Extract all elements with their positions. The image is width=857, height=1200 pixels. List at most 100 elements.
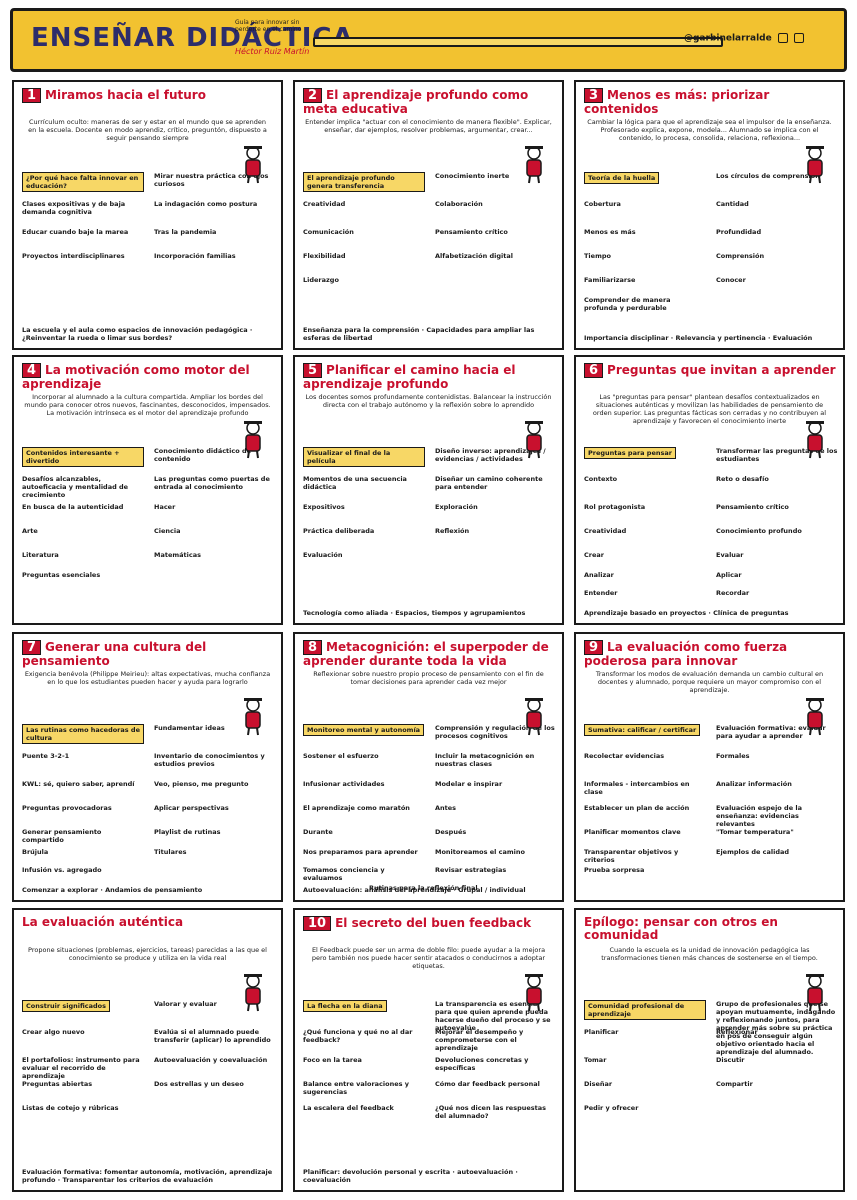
panel-label: Reto o desafío xyxy=(716,475,769,483)
panel-label: Brújula xyxy=(22,848,49,856)
panel-intro: Transformar los modos de evaluación dema… xyxy=(595,670,824,694)
panel-label: Las preguntas como puertas de entrada al… xyxy=(154,475,270,491)
panel-label: Cómo dar feedback personal xyxy=(435,1080,540,1088)
student-figure-icon xyxy=(806,146,824,184)
panel-label: Transparentar objetivos y criterios xyxy=(584,848,679,864)
panel-number: 3 xyxy=(584,88,604,103)
panel-label: Hacer xyxy=(154,503,176,511)
panel-label: Dos estrellas y un deseo xyxy=(154,1080,244,1088)
panel-label: "Tomar temperatura" xyxy=(716,828,794,836)
panel-label: Tras la pandemia xyxy=(154,228,217,236)
panel-label: Revisar estrategias xyxy=(435,866,507,874)
panel-label: Inventario de conocimientos y estudios p… xyxy=(154,752,265,768)
panel-number: 5 xyxy=(303,363,323,378)
panel-label: La transparencia es esencial para que qu… xyxy=(435,1000,551,1032)
panel-label: Ejemplos de calidad xyxy=(716,848,790,856)
social-handle[interactable]: @garbinelarralde xyxy=(684,33,804,44)
panel-label: Evalúa si el alumnado puede transferir (… xyxy=(154,1028,271,1044)
panel-label: Discutir xyxy=(716,1056,745,1064)
panel-label: Pensamiento crítico xyxy=(435,228,508,236)
page-header: ENSEÑAR DIDÁCTICA Guía para innovar sin … xyxy=(10,8,847,72)
panel-label: Reflexión xyxy=(435,527,470,535)
panel-label: Clases expositivas y de baja demanda cog… xyxy=(22,200,126,216)
pencil-graphic xyxy=(313,37,723,47)
student-figure-icon xyxy=(806,698,824,736)
panel-label: Construir significados xyxy=(22,1000,111,1012)
panel-intro: Entender implica "actuar con el conocimi… xyxy=(305,118,552,134)
panel-label: Grupo de profesionales que se apoyan mut… xyxy=(716,1000,836,1056)
header-brand: Héctor Ruiz Martín xyxy=(235,47,310,56)
panel-label: Foco en la tarea xyxy=(303,1056,362,1064)
panel-label: Preguntas provocadoras xyxy=(22,804,112,812)
student-figure-icon xyxy=(244,698,262,736)
panel-intro: Currículum oculto: maneras de ser y esta… xyxy=(28,118,267,142)
panel-label: Modelar e inspirar xyxy=(435,780,503,788)
panel-label: Formales xyxy=(716,752,750,760)
panel-label: Creatividad xyxy=(584,527,627,535)
panel-label: Evaluar xyxy=(716,551,744,559)
panel-label: Liderazgo xyxy=(303,276,339,284)
panel-label: Monitoreamos el camino xyxy=(435,848,525,856)
panel-label: Autoevaluación y coevaluación xyxy=(154,1056,268,1064)
panel-label: El portafolios: instrumento para evaluar… xyxy=(22,1056,140,1080)
student-figure-icon xyxy=(525,421,543,459)
twitter-icon[interactable] xyxy=(777,33,788,43)
panel-footer: Tecnología como aliada · Espacios, tiemp… xyxy=(303,609,526,617)
header-logo: ENSEÑAR DIDÁCTICA xyxy=(31,23,354,53)
panel-label: Infusión vs. agregado xyxy=(22,866,102,874)
panel-number: 7 xyxy=(22,640,42,655)
panel-title-text: Epílogo: pensar con otros en comunidad xyxy=(584,915,778,942)
panel-title: La evaluación auténtica xyxy=(22,916,275,929)
panel-label: Recolectar evidencias xyxy=(584,752,665,760)
header-tagline: Guía para innovar sin perderte en el cam… xyxy=(235,19,302,33)
panel-label: Conocer xyxy=(716,276,746,284)
panel-label: Analizar información xyxy=(716,780,792,788)
panel-label: Establecer un plan de acción xyxy=(584,804,690,812)
student-figure-icon xyxy=(525,146,543,184)
panel-label: El aprendizaje profundo genera transfere… xyxy=(303,172,425,192)
panel-label: Transformar las preguntas de los estudia… xyxy=(716,447,838,463)
student-figure-icon xyxy=(525,698,543,736)
panel-label: Evaluación espejo de la enseñanza: evide… xyxy=(716,804,802,828)
panel-number: 4 xyxy=(22,363,42,378)
panel-label: Preguntas para pensar xyxy=(584,447,676,459)
panel-label: Exploración xyxy=(435,503,478,511)
panel-label: ¿Qué funciona y qué no al dar feedback? xyxy=(303,1028,413,1044)
panel-label: Recordar xyxy=(716,589,750,597)
panel-label: Antes xyxy=(435,804,457,812)
panel-number: 9 xyxy=(584,640,604,655)
panel-label: Planificar xyxy=(584,1028,619,1036)
panel-label: Nos preparamos para aprender xyxy=(303,848,418,856)
panel-intro: Los docentes somos profundamente conteni… xyxy=(305,393,552,409)
panel-label: Sumativa: calificar / certificar xyxy=(584,724,701,736)
panel-intro: Incorporar al alumnado a la cultura comp… xyxy=(24,393,271,417)
panel-label: Tomamos conciencia y evaluamos xyxy=(303,866,385,882)
panel-label: La flecha en la diana xyxy=(303,1000,387,1012)
panel-label: Rutinas para la reflexión final xyxy=(369,884,478,892)
panel-intro: El Feedback puede ser un arma de doble f… xyxy=(311,946,546,970)
panel-intro: Reflexionar sobre nuestro propio proceso… xyxy=(313,670,544,686)
panel-footer: Aprendizaje basado en proyectos · Clínic… xyxy=(584,609,789,617)
instagram-icon[interactable] xyxy=(794,33,804,43)
panel-label: Diseño inverso: aprendizajes / evidencia… xyxy=(435,447,546,463)
panel-label: Crear algo nuevo xyxy=(22,1028,85,1036)
panel-label: Reflexionar xyxy=(716,1028,758,1036)
panel-label: Ciencia xyxy=(154,527,181,535)
panel-title: Epílogo: pensar con otros en comunidad xyxy=(584,916,837,942)
panel-number: 1 xyxy=(22,88,42,103)
panel-label: Cantidad xyxy=(716,200,749,208)
student-figure-icon xyxy=(525,974,543,1012)
panel-intro: Exigencia benévola (Philippe Meirieu): a… xyxy=(24,670,271,686)
panel-label: ¿Por qué hace falta innovar en educación… xyxy=(22,172,144,192)
panel-label: Diseñar un camino coherente para entende… xyxy=(435,475,543,491)
panel-number: 10 xyxy=(303,916,332,931)
